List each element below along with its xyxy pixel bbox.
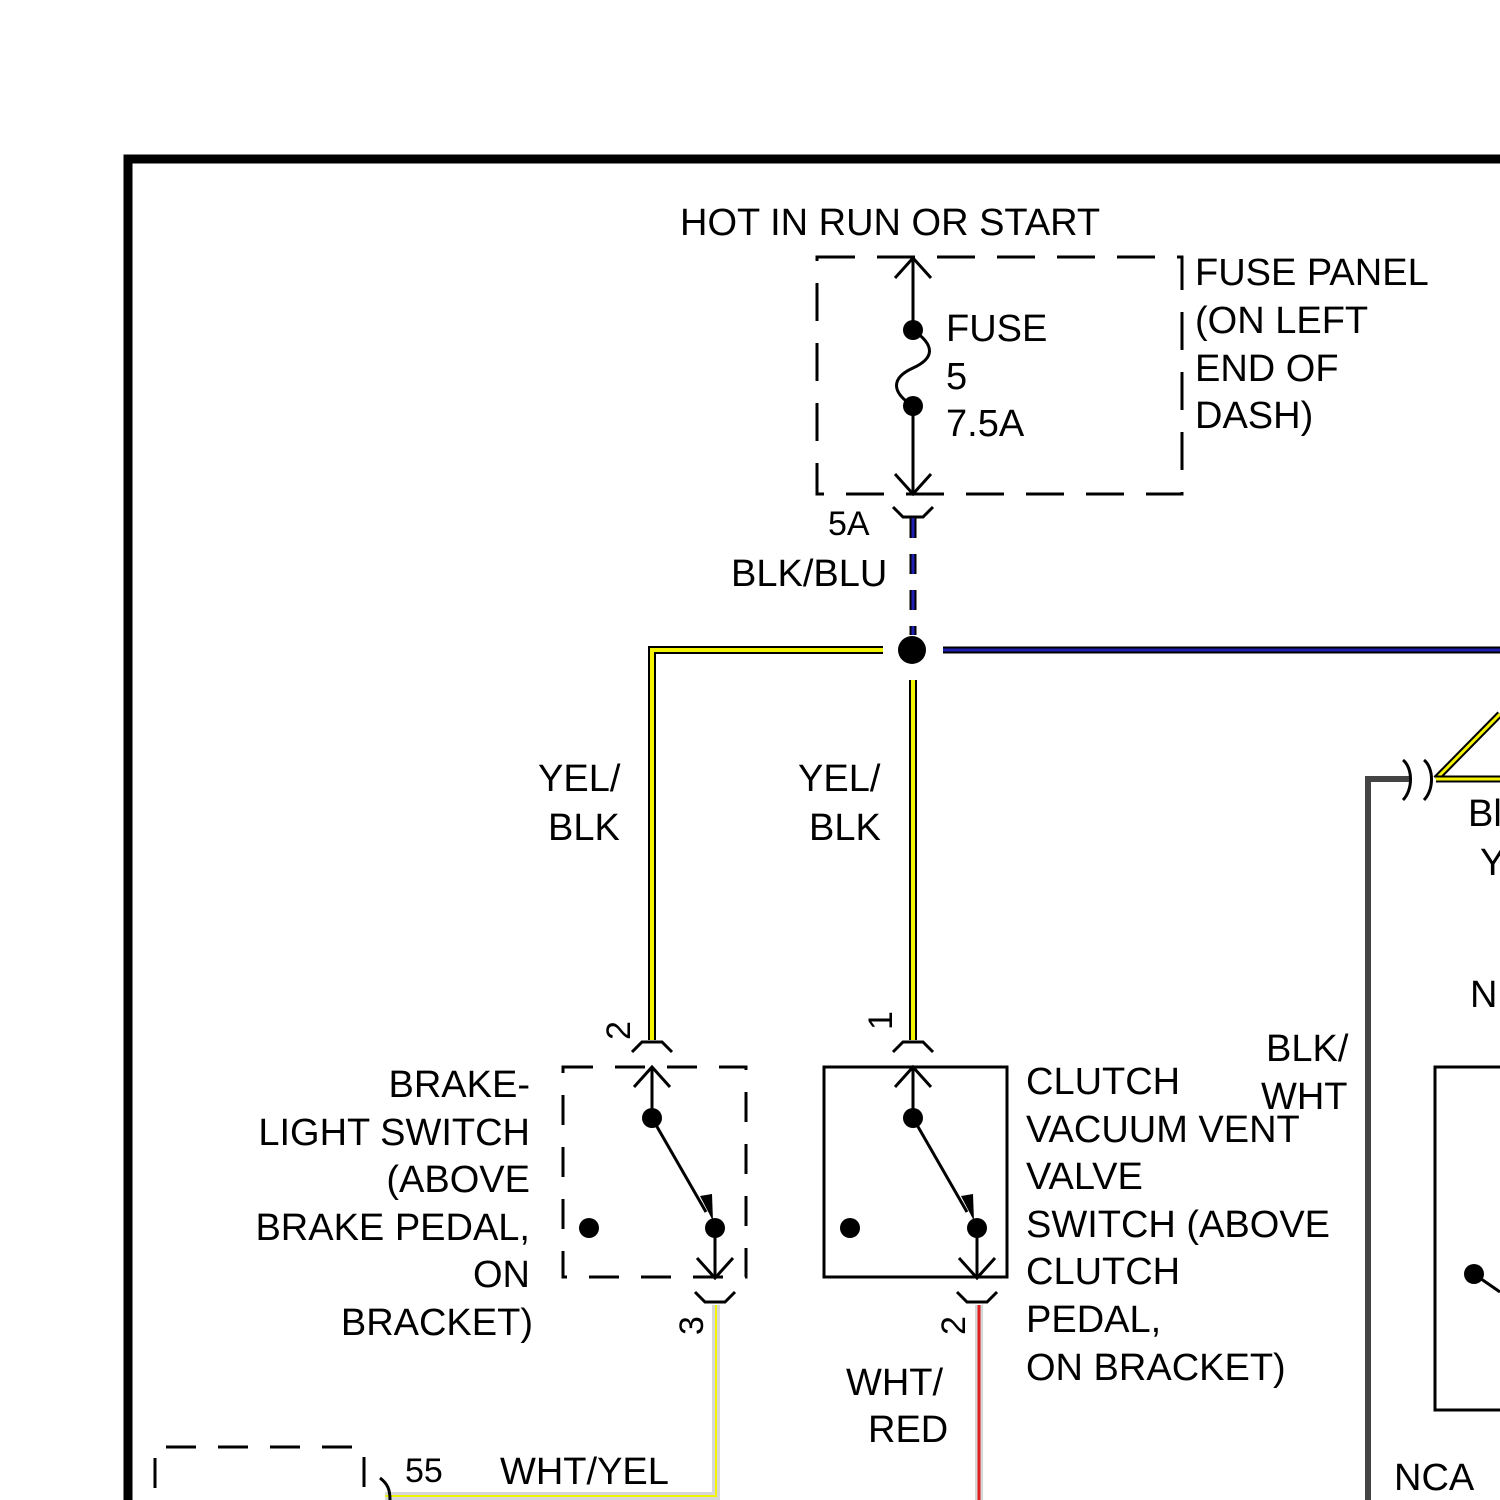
fuse-line: 7.5A <box>946 403 1025 445</box>
brake-pin-in-label: 2 <box>600 1021 638 1040</box>
clutch-switch-box <box>824 1067 1007 1277</box>
fuse-panel-line: (ON LEFT <box>1195 300 1368 342</box>
wire-blk-wht <box>1368 779 1410 1500</box>
wire-label-center-line: BLK <box>809 807 881 849</box>
wire-label-blk-wht-line: WHT <box>1261 1076 1348 1118</box>
fuse-panel-box <box>817 257 1182 494</box>
wire-blk-blu-label: BLK/BLU <box>731 553 887 595</box>
right-partial-label: NCA <box>1394 1457 1475 1499</box>
brake-switch-label: BRAKE- LIGHT SWITCH (ABOVE BRAKE PEDAL, … <box>255 1064 533 1344</box>
brake-switch-box <box>563 1067 746 1277</box>
clutch-pin-out-label: 2 <box>935 1316 973 1335</box>
fuse-line: 5 <box>946 356 967 398</box>
right-partial-label: N <box>1470 974 1497 1016</box>
brake-label-line: LIGHT SWITCH <box>258 1112 530 1154</box>
clutch-label-line: ON BRACKET) <box>1026 1347 1286 1389</box>
fuse-panel-line: FUSE PANEL <box>1195 252 1429 294</box>
fuse-panel-line: DASH) <box>1195 395 1313 437</box>
clutch-connector-in <box>893 1042 933 1052</box>
clutch-pin-in-label: 1 <box>862 1011 900 1030</box>
clutch-label-line: VACUUM VENT <box>1026 1109 1300 1151</box>
clutch-switch-symbol <box>840 1067 995 1278</box>
brake-label-line: BRAKE PEDAL, <box>255 1207 530 1249</box>
right-component-box <box>1435 1067 1500 1410</box>
fuse-symbol <box>895 258 931 494</box>
splice-point <box>898 636 926 664</box>
brake-pin-out-label: 3 <box>673 1316 711 1335</box>
wire-label-wht-red-line: WHT/ <box>846 1362 944 1404</box>
wire-label-left-line: YEL/ <box>538 758 621 800</box>
clutch-label-line: SWITCH (ABOVE <box>1026 1204 1330 1246</box>
pin-55-label: 55 <box>405 1452 443 1490</box>
right-partial-label: Bl <box>1468 793 1500 835</box>
pin-5a-label: 5A <box>828 505 870 543</box>
fuse-panel-line: END OF <box>1195 348 1339 390</box>
wire-label-wht-yel: WHT/YEL <box>500 1451 669 1493</box>
brake-label-line: BRACKET) <box>341 1302 533 1344</box>
clutch-connector-out <box>957 1292 997 1302</box>
power-label: HOT IN RUN OR START <box>680 202 1100 244</box>
brake-connector-in <box>632 1042 672 1052</box>
brake-connector-out <box>695 1292 735 1302</box>
clutch-label-line: CLUTCH <box>1026 1061 1180 1103</box>
wire-yellow-diagonal <box>1436 714 1500 779</box>
fuse-line: FUSE <box>946 308 1047 350</box>
connector-5a-symbol <box>893 507 933 517</box>
wire-label-center-line: YEL/ <box>798 758 881 800</box>
clutch-label-line: PEDAL, <box>1026 1299 1161 1341</box>
brake-label-line: ON <box>473 1254 530 1296</box>
lower-left-component-box <box>155 1447 364 1488</box>
wire-label-blk-wht-line: BLK/ <box>1266 1028 1349 1070</box>
clutch-label-line: VALVE <box>1026 1156 1143 1198</box>
clutch-label-line: CLUTCH <box>1026 1251 1180 1293</box>
fuse-label: FUSE 5 7.5A <box>946 308 1047 445</box>
fuse-panel-label: FUSE PANEL (ON LEFT END OF DASH) <box>1195 252 1429 437</box>
brake-label-line: BRAKE- <box>389 1064 530 1106</box>
right-partial-label: Y <box>1480 842 1500 884</box>
wire-label-wht-red-line: RED <box>868 1409 948 1451</box>
brake-label-line: (ABOVE <box>386 1159 530 1201</box>
brake-switch-symbol <box>579 1067 733 1278</box>
wire-label-left-line: BLK <box>548 807 620 849</box>
